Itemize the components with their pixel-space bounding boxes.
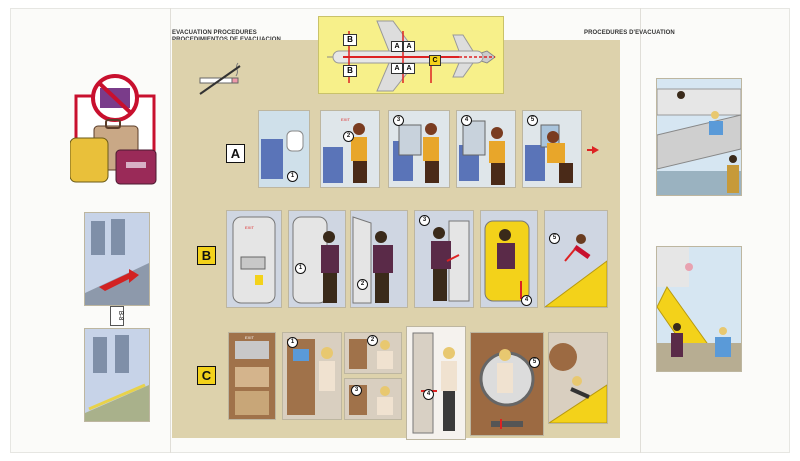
airplane-icon xyxy=(327,20,496,92)
door-label: A xyxy=(391,63,403,74)
row-c-step-2: 1 xyxy=(282,332,342,420)
row-a-step-1: 1 xyxy=(258,110,310,188)
row-badge-b: B xyxy=(197,246,216,265)
row-badge-c: C xyxy=(197,366,216,385)
door-label: A xyxy=(403,41,415,52)
plane-diagram: B A A B A A C xyxy=(318,16,504,94)
row-c-step-1: EXIT xyxy=(228,332,276,420)
row-c-step-5: 4 xyxy=(406,326,466,440)
step-number: 2 xyxy=(343,131,354,142)
title-french: PROCEDURES D'EVACUATION xyxy=(584,30,675,36)
floor-lighting-image xyxy=(84,212,150,306)
step-number: 2 xyxy=(357,279,368,290)
step-number: 1 xyxy=(287,337,298,348)
step-number: 3 xyxy=(419,215,430,226)
step-number: 4 xyxy=(521,295,532,306)
row-badge-a: A xyxy=(226,144,245,163)
floor-path-image xyxy=(84,328,150,422)
row-c-step-6: 5 xyxy=(470,332,544,436)
step-number: 1 xyxy=(287,171,298,182)
step-number: 1 xyxy=(295,263,306,274)
exit-sign: EXIT xyxy=(245,225,254,230)
row-b-step-4: 3 xyxy=(414,210,474,308)
fold-line xyxy=(170,8,171,453)
fold-line xyxy=(640,8,641,453)
step-number: 5 xyxy=(527,115,538,126)
row-a-step-3: 3 xyxy=(388,110,450,188)
no-smoking-icon xyxy=(196,60,244,100)
exit-sign: EXIT xyxy=(341,117,350,122)
row-b-step-3: 2 xyxy=(350,210,408,308)
row-b-step-2: 1 xyxy=(288,210,346,308)
row-a-step-2: 2 EXIT xyxy=(320,110,380,188)
door-label: B xyxy=(343,65,357,77)
step-number: 4 xyxy=(423,389,434,400)
door-label: B xyxy=(343,34,357,46)
no-luggage-sign xyxy=(70,74,160,192)
arrow-right-icon xyxy=(587,146,599,154)
row-b-step-5: 4 xyxy=(480,210,538,308)
title-english: EVACUATION PROCEDURES xyxy=(172,30,257,36)
step-number: 5 xyxy=(529,357,540,368)
row-b-step-1: EXIT xyxy=(226,210,282,308)
step-number: 3 xyxy=(351,385,362,396)
exit-sign: EXIT xyxy=(245,335,254,340)
row-c-step-7 xyxy=(548,332,608,424)
step-number: 3 xyxy=(393,115,404,126)
row-a-step-4: 4 xyxy=(456,110,516,188)
door-label: A xyxy=(391,41,403,52)
slide-exit-illustration xyxy=(656,246,742,372)
row-c-step-4: 3 xyxy=(344,378,402,420)
row-c-step-3: 2 xyxy=(344,332,402,374)
row-a-step-5: 5 xyxy=(522,110,582,188)
step-number: 4 xyxy=(461,115,472,126)
door-label: C xyxy=(429,55,441,66)
wing-exit-illustration xyxy=(656,78,742,196)
step-number: 2 xyxy=(367,335,378,346)
door-label: A xyxy=(403,63,415,74)
row-b-step-6: 5 xyxy=(544,210,608,308)
side-label: B-8 xyxy=(110,306,124,326)
step-number: 5 xyxy=(549,233,560,244)
